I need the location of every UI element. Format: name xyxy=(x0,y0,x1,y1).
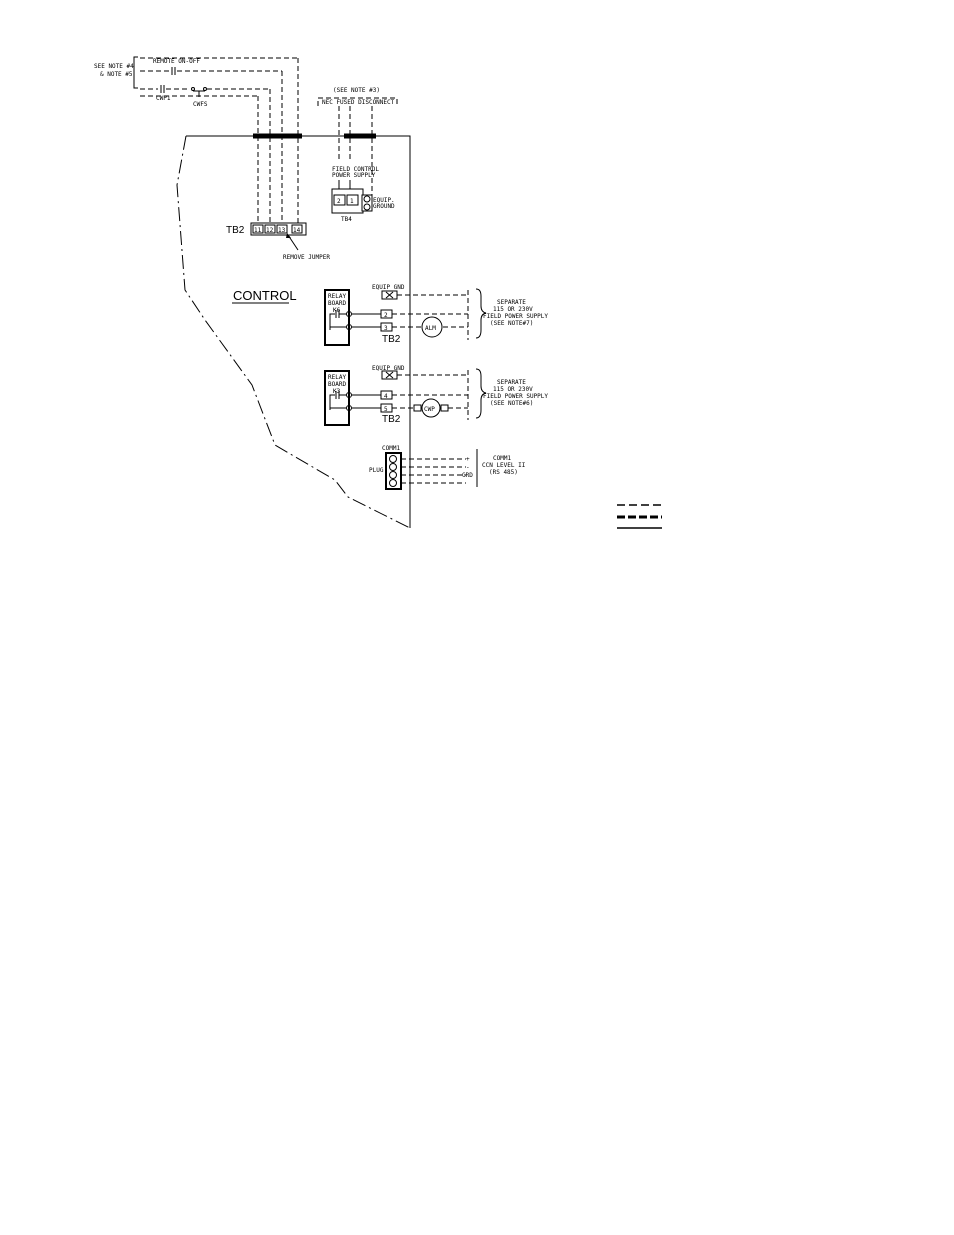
tb4-terminal-2: 2 xyxy=(337,198,341,205)
field-power-disconnect: (SEE NOTE #3) NEC FUSED DISCONNECT FIELD… xyxy=(317,87,398,223)
tb2-terminal-14: 14 xyxy=(293,227,301,234)
control-label: CONTROL xyxy=(233,288,297,303)
relay1-terminal-3: 3 xyxy=(384,325,388,332)
relay2-tb2: TB2 xyxy=(382,414,401,425)
relay2-line1: RELAY xyxy=(328,374,346,381)
relay2-terminal-5: 5 xyxy=(384,406,388,413)
line-type-legend xyxy=(617,504,662,529)
tb2-top-strip: TB2 11 12 13 14 REMOVE JUMPER xyxy=(226,222,330,261)
relay-board-k3: RELAY BOARD K3 EQUIP GND 4 5 TB2 CWP SEP… xyxy=(324,365,548,426)
tb4-terminal-1: 1 xyxy=(350,198,354,205)
comm1-title: COMM1 xyxy=(382,445,400,452)
comm-desc-2: CCN LEVEL II xyxy=(482,462,526,469)
tb2-top-label: TB2 xyxy=(226,225,245,236)
relay1-line2: BOARD xyxy=(328,300,346,307)
cwp1-label: CWP1 xyxy=(156,95,171,102)
power-supply: POWER SUPPLY xyxy=(332,172,376,179)
cwp-device: CWP xyxy=(424,406,435,413)
plug-label: PLUG xyxy=(369,467,384,474)
relay2-supply-4: (SEE NOTE#6) xyxy=(490,400,533,407)
relay2-supply-2: 115 OR 230V xyxy=(493,386,533,393)
relay1-supply-2: 115 OR 230V xyxy=(493,306,533,313)
tb4-label: TB4 xyxy=(341,216,352,223)
relay2-supply-1: SEPARATE xyxy=(497,379,526,386)
relay1-terminal-2: 2 xyxy=(384,312,388,319)
tb2-terminal-13: 13 xyxy=(278,227,286,234)
comm-desc-3: (RS 485) xyxy=(489,469,518,476)
comm1-plug: COMM1 PLUG + - GRD COMM1 CCN LEVEL II (R… xyxy=(369,445,526,490)
relay2-line2: BOARD xyxy=(328,381,346,388)
remote-field-wiring: SEE NOTE #4 & NOTE #5 REMOTE ON-OFF CWP1… xyxy=(94,56,302,225)
nec-fused-disconnect: NEC FUSED DISCONNECT xyxy=(322,99,395,106)
tb2-terminal-11: 11 xyxy=(254,227,262,234)
relay1-tb2: TB2 xyxy=(382,334,401,345)
ground-label: GROUND xyxy=(373,203,395,210)
remote-on-off: REMOTE ON-OFF xyxy=(153,58,200,65)
field-control: FIELD CONTROL xyxy=(332,166,379,173)
relay2-equip-gnd: EQUIP GND xyxy=(372,365,405,372)
relay1-line3: K6 xyxy=(333,307,341,314)
alm-device: ALM xyxy=(425,325,436,332)
relay-board-k6: RELAY BOARD K6 EQUIP GND 2 3 TB2 ALM SEP… xyxy=(324,284,548,346)
relay1-supply-1: SEPARATE xyxy=(497,299,526,306)
comm-pin-plus: + xyxy=(466,456,470,463)
and-note-5: & NOTE #5 xyxy=(100,71,133,78)
relay2-line3: K3 xyxy=(333,388,341,395)
relay2-terminal-4: 4 xyxy=(384,393,388,400)
see-note-3: (SEE NOTE #3) xyxy=(333,87,380,94)
relay2-supply-3: FIELD POWER SUPPLY xyxy=(483,393,548,400)
relay1-equip-gnd: EQUIP GND xyxy=(372,284,405,291)
remove-jumper: REMOVE JUMPER xyxy=(283,254,330,261)
comm-desc-1: COMM1 xyxy=(493,455,511,462)
equip-label: EQUIP. xyxy=(373,197,395,204)
tb2-terminal-12: 12 xyxy=(266,227,274,234)
relay1-supply-4: (SEE NOTE#7) xyxy=(490,320,533,327)
comm-pin-minus: - xyxy=(466,464,470,471)
comm-pin-grd: GRD xyxy=(462,472,473,479)
relay1-line1: RELAY xyxy=(328,293,346,300)
see-note-4: SEE NOTE #4 xyxy=(94,63,134,70)
cwfs-label: CWFS xyxy=(193,101,208,108)
relay1-supply-3: FIELD POWER SUPPLY xyxy=(483,313,548,320)
